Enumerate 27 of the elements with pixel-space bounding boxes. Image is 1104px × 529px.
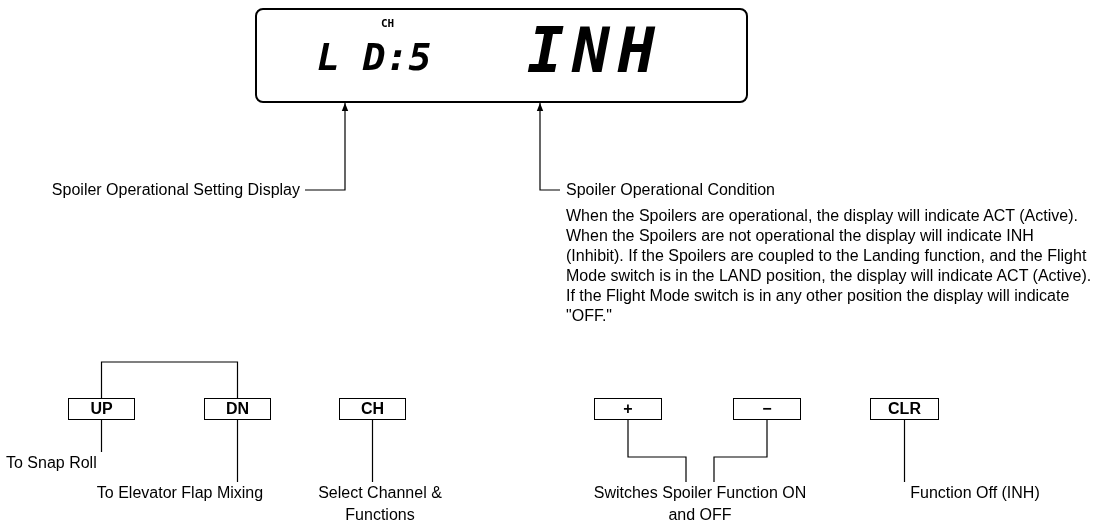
connector-line [236,419,239,483]
connector-line [627,419,687,483]
function-caption: Function Off (INH) [909,483,1041,503]
key-button: CH [339,398,406,420]
leader-line [304,102,349,191]
connector-line [100,361,239,399]
function-caption: To Elevator Flap Mixing [95,483,265,503]
key-button: DN [204,398,271,420]
connector-line [903,419,906,483]
condition-readout: INH [527,20,663,82]
key-button: UP [68,398,135,420]
connector-line [371,419,374,483]
setting-readout: L D:5 [317,38,432,76]
function-caption: Switches Spoiler Function ON and OFF [592,483,808,525]
key-button: + [594,398,662,420]
lcd-display [255,8,748,103]
key-button: CLR [870,398,939,420]
connector-line [100,419,103,453]
note-paragraph: When the Spoilers are operational, the display will indicate ACT (Active). When the Spoilers are not operational the display will indicate INH (Inhibit). If the Spoilers are coupled to the Landing function, and the Flight Mode switch is in the LAND position, the display will indicate ACT (Active). If the Flight Mode switch is in any other position the display will indicate "OFF." [566,206,1093,326]
function-caption: To Snap Roll [6,453,98,473]
function-caption: Select Channel & Functions [317,483,443,525]
key-button: − [733,398,801,420]
callout-text: Spoiler Operational Condition [566,180,776,200]
channel-indicator: CH [381,18,395,29]
connector-line [713,419,768,483]
callout-text: Spoiler Operational Setting Display [50,180,300,200]
leader-line [536,102,561,191]
